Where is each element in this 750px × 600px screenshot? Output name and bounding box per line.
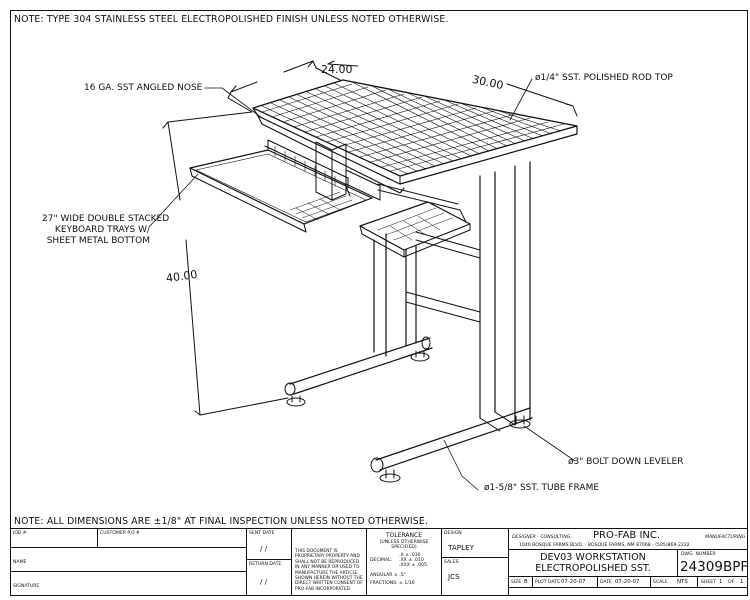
- callout-angled-nose: 16 GA. SST ANGLED NOSE: [84, 83, 203, 93]
- size-value: B: [524, 579, 528, 585]
- scale-value: NTS: [677, 579, 688, 585]
- size-label: SIZE: [511, 580, 522, 585]
- of-value: 1: [740, 579, 744, 585]
- tolerance-title: TOLERANCE: [385, 532, 423, 539]
- decimal-label: DECIMAL:: [370, 558, 393, 563]
- of-label: OF: [728, 580, 735, 585]
- sales-value: JCS: [448, 572, 460, 581]
- dwg-number-cell: DWG. NUMBER 24309BPF: [677, 549, 748, 577]
- date-label: DATE: [600, 580, 612, 585]
- dwg-number: 24309BPF: [680, 559, 748, 575]
- tolerance-cell: TOLERANCE (UNLESS OTHERWISE SPECIFIED) D…: [366, 528, 442, 596]
- design-cell: DESIGN TAPLEY: [441, 528, 509, 558]
- company-designer-label: DESIGNER - CONSULTING: [512, 535, 571, 540]
- sheet-value: 1: [719, 579, 723, 585]
- decimal-row-1: .X ± .030: [399, 553, 421, 558]
- return-date-label: RETURN DATE: [249, 562, 282, 567]
- drawing-title-line-1: DEV03 WORKSTATION: [540, 552, 646, 563]
- sales-label: SALES: [444, 560, 459, 565]
- date-value: 07-20-07: [615, 579, 640, 585]
- tolerance-subtitle: (UNLESS OTHERWISE SPECIFIED): [379, 540, 429, 550]
- proprietary-text: THIS DOCUMENT IS PROPRIETARY PROPERTY AN…: [295, 549, 363, 592]
- plot-date-value: 07-20-07: [561, 579, 586, 585]
- sent-date-cell: SENT DATE / /: [246, 528, 292, 560]
- bottom-note: NOTE: ALL DIMENSIONS ARE ±1/8" AT FINAL …: [14, 516, 428, 527]
- dwg-number-label: DWG. NUMBER: [681, 552, 716, 557]
- company-cell: DESIGNER - CONSULTING PRO-FAB INC. MANUF…: [508, 528, 748, 550]
- callout-keyboard-trays: 27" WIDE DOUBLE STACKED KEYBOARD TRAYS W…: [42, 214, 170, 247]
- customer-po-cell: CUSTOMER P.O.#: [97, 528, 247, 548]
- callout-trays-line-1: 27" WIDE DOUBLE STACKED: [42, 214, 170, 224]
- info-row-divider: [650, 576, 651, 588]
- drawing-title-line-2: ELECTROPOLISHED SST.: [535, 563, 651, 574]
- decimal-row-2: .XX ± .010: [399, 558, 424, 563]
- sheet-label: SHEET: [701, 580, 716, 585]
- sent-date-value: / /: [260, 544, 268, 553]
- title-block: JOB #: CUSTOMER P.O.# NAME SIGNATURE SEN…: [10, 528, 748, 596]
- top-note: NOTE: TYPE 304 STAINLESS STEEL ELECTROPO…: [14, 14, 449, 25]
- job-cell: JOB #:: [10, 528, 98, 548]
- fractions-tolerance: FRACTIONS: ± 1/16: [370, 581, 415, 586]
- design-label: DESIGN: [444, 531, 462, 536]
- customer-po-label: CUSTOMER P.O.#: [100, 531, 140, 536]
- callout-trays-line-3: SHEET METAL BOTTOM: [46, 236, 150, 246]
- info-row: SIZE B PLOT DATE 07-20-07 DATE 07-20-07 …: [508, 576, 748, 588]
- angular-tolerance: ANGULAR ± .5°: [370, 573, 406, 578]
- return-date-cell: RETURN DATE / /: [246, 559, 292, 596]
- drawing-title-cell: DEV03 WORKSTATION ELECTROPOLISHED SST.: [508, 549, 678, 577]
- plot-date-label: PLOT DATE: [535, 580, 560, 585]
- job-label: JOB #:: [13, 531, 28, 536]
- name-label: NAME: [13, 560, 27, 565]
- proprietary-cell: THIS DOCUMENT IS PROPRIETARY PROPERTY AN…: [291, 528, 367, 596]
- callout-tube-frame: ø1-5/8" SST. TUBE FRAME: [484, 483, 600, 493]
- signature-label: SIGNATURE: [13, 584, 40, 589]
- name-cell: NAME: [10, 547, 247, 572]
- signature-cell: SIGNATURE: [10, 571, 247, 596]
- company-address: 1040 BOSQUE FARMS BLVD. - BOSQUE FARMS, …: [519, 543, 690, 548]
- info-row-divider: [532, 576, 533, 588]
- callout-trays-line-2: KEYBOARD TRAYS W/: [54, 225, 150, 235]
- dimension-width: 24.00: [321, 63, 353, 76]
- company-manufacturing-label: MANUFACTURING: [705, 535, 746, 540]
- sales-cell: SALES JCS: [441, 557, 509, 596]
- info-row-divider: [597, 576, 598, 588]
- company-name: PRO-FAB INC.: [593, 530, 661, 541]
- sent-date-label: SENT DATE: [249, 531, 275, 536]
- callout-rod-top: ø1/4" SST. POLISHED ROD TOP: [535, 73, 673, 83]
- scale-label: SCALE: [653, 580, 668, 585]
- callout-leveler: ø3" BOLT DOWN LEVELER: [568, 457, 684, 467]
- return-date-value: / /: [260, 577, 268, 586]
- decimal-row-3: .XXX ± .005: [399, 563, 427, 568]
- design-value: TAPLEY: [448, 543, 475, 552]
- info-row-divider: [697, 576, 698, 588]
